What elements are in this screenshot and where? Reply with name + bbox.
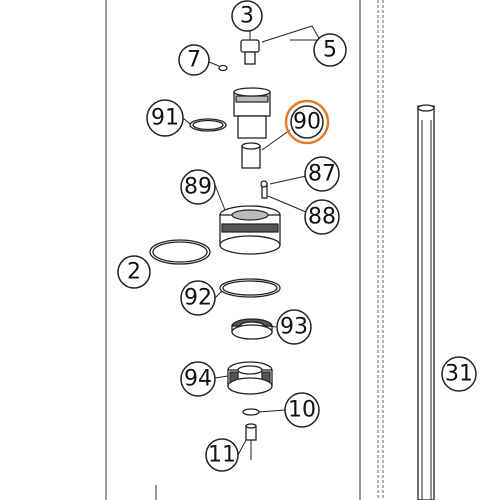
callout-93: 93 — [276, 309, 312, 345]
svg-text:3: 3 — [240, 4, 254, 29]
callout-87: 87 — [304, 156, 340, 192]
callout-7: 7 — [178, 44, 210, 76]
cartridge-top-part — [233, 87, 271, 139]
callout-3: 3 — [231, 0, 263, 32]
svg-text:11: 11 — [208, 443, 236, 468]
svg-text:10: 10 — [288, 398, 316, 423]
callout-31: 31 — [441, 356, 477, 392]
svg-text:94: 94 — [184, 367, 212, 392]
callout-92: 92 — [180, 280, 216, 316]
svg-text:92: 92 — [184, 286, 212, 311]
nut-94-part — [227, 361, 273, 395]
bearing-93-part — [231, 318, 273, 340]
housing-89-part — [219, 205, 281, 255]
svg-text:87: 87 — [308, 162, 336, 187]
spacer-cylinder-part — [241, 142, 261, 169]
small-o-ring-10-part — [242, 408, 260, 416]
svg-text:2: 2 — [127, 260, 141, 285]
o-ring-92-part — [219, 278, 281, 298]
top-bolt-part — [240, 32, 260, 65]
o-ring-91-part — [189, 118, 227, 132]
callout-10: 10 — [284, 392, 320, 428]
svg-text:90: 90 — [293, 110, 321, 135]
svg-text:88: 88 — [308, 205, 336, 230]
callout-94: 94 — [180, 361, 216, 397]
svg-text:5: 5 — [323, 38, 337, 63]
valve-pin-11-part — [245, 423, 257, 460]
callout-90-highlighted: 90 — [284, 99, 330, 145]
callout-2: 2 — [117, 255, 151, 289]
assembly-frame — [105, 0, 384, 500]
svg-text:89: 89 — [184, 175, 212, 200]
svg-text:93: 93 — [280, 315, 308, 340]
fork-rod-part — [417, 104, 435, 500]
callout-89: 89 — [180, 169, 216, 205]
svg-text:31: 31 — [445, 362, 473, 387]
callout-88: 88 — [304, 199, 340, 235]
o-ring-2-part — [149, 239, 211, 265]
small-screw-part — [260, 180, 268, 199]
small-washer-part — [218, 64, 228, 72]
callout-91: 91 — [146, 99, 184, 137]
callout-5: 5 — [313, 33, 347, 67]
svg-text:7: 7 — [187, 48, 201, 73]
callout-11: 11 — [205, 438, 239, 472]
svg-text:91: 91 — [151, 106, 179, 131]
